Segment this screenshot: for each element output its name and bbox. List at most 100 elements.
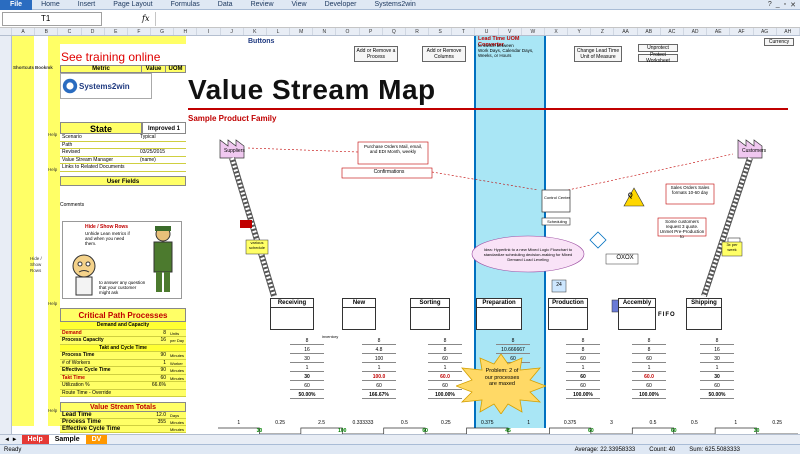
process-value-demand[interactable]: 8 xyxy=(700,338,734,345)
row-header[interactable] xyxy=(0,113,11,122)
tab-view[interactable]: View xyxy=(291,0,307,8)
row-header[interactable] xyxy=(0,79,11,88)
row-header[interactable] xyxy=(0,257,11,266)
supplier-factory-icon[interactable] xyxy=(219,139,245,159)
process-value-capacity[interactable]: 16 xyxy=(290,347,324,354)
process-value-ptime[interactable]: 60 xyxy=(428,356,462,363)
row-header[interactable] xyxy=(0,130,11,139)
process-value-workers[interactable]: 1 xyxy=(566,365,600,372)
row-header[interactable] xyxy=(0,181,11,190)
process-new[interactable]: New xyxy=(342,298,376,330)
tab-formulas[interactable]: Formulas xyxy=(170,0,200,8)
minimize-icon[interactable]: _ xyxy=(775,0,780,8)
process-value-util[interactable]: 100.00% xyxy=(428,392,462,399)
row-header[interactable] xyxy=(0,53,11,62)
restore-icon[interactable]: ▫ xyxy=(783,0,787,8)
column-header[interactable]: P xyxy=(360,28,383,35)
column-header[interactable]: M xyxy=(290,28,314,35)
row-header[interactable] xyxy=(0,410,11,419)
tab-home[interactable]: Home xyxy=(41,0,60,8)
process-value-takt[interactable]: 60 xyxy=(700,383,734,390)
row-header[interactable] xyxy=(0,198,11,207)
row-header[interactable] xyxy=(0,351,11,360)
column-header[interactable]: W xyxy=(522,28,545,35)
row-header[interactable] xyxy=(0,317,11,326)
row-header[interactable] xyxy=(0,45,11,54)
process-value-ect[interactable]: 60 xyxy=(566,374,600,381)
row-header[interactable] xyxy=(0,206,11,215)
column-header[interactable]: L xyxy=(267,28,291,35)
row-header[interactable] xyxy=(0,104,11,113)
row-header[interactable] xyxy=(0,376,11,385)
process-value-capacity[interactable]: 8 xyxy=(428,347,462,354)
row-header[interactable] xyxy=(0,96,11,105)
row-header[interactable] xyxy=(0,87,11,96)
row-header[interactable] xyxy=(0,325,11,334)
customer-factory-icon[interactable] xyxy=(737,139,763,159)
row-header[interactable] xyxy=(0,266,11,275)
tab-page-layout[interactable]: Page Layout xyxy=(113,0,153,8)
process-value-util[interactable]: 100.00% xyxy=(566,392,600,399)
control-center-box[interactable] xyxy=(541,189,571,213)
process-value-capacity[interactable]: 10.666667 xyxy=(496,347,530,354)
column-header[interactable]: A xyxy=(12,28,36,35)
process-preparation[interactable]: Preparation xyxy=(476,298,522,330)
process-value-takt[interactable]: 60 xyxy=(362,383,396,390)
help-link-1[interactable]: Help xyxy=(48,132,58,137)
column-header[interactable]: R xyxy=(406,28,430,35)
process-value-workers[interactable]: 1 xyxy=(428,365,462,372)
process-value-demand[interactable]: 8 xyxy=(496,338,530,345)
process-value-workers[interactable]: 1 xyxy=(362,365,396,372)
column-header[interactable]: K xyxy=(244,28,267,35)
column-header[interactable]: AH xyxy=(777,28,800,35)
process-value-workers[interactable]: 1 xyxy=(632,365,666,372)
process-value-ptime[interactable]: 60 xyxy=(566,356,600,363)
help-icon[interactable]: ? xyxy=(767,0,772,8)
process-shipping[interactable]: Shipping xyxy=(686,298,722,330)
column-header[interactable]: AG xyxy=(754,28,777,35)
help-link-3[interactable]: Help xyxy=(48,301,58,306)
sheet-tab-sample[interactable]: Sample xyxy=(48,435,86,444)
column-header[interactable]: AD xyxy=(684,28,708,35)
column-header[interactable]: D xyxy=(82,28,105,35)
row-header[interactable] xyxy=(0,283,11,292)
process-value-ect[interactable]: 60.0 xyxy=(428,374,462,381)
row-header[interactable] xyxy=(0,402,11,411)
process-value-ptime[interactable]: 100 xyxy=(362,356,396,363)
column-header[interactable]: G xyxy=(151,28,175,35)
unprotect-button[interactable]: Unprotect xyxy=(638,44,678,52)
process-value-takt[interactable]: 60 xyxy=(428,383,462,390)
row-header[interactable] xyxy=(0,393,11,402)
row-header[interactable] xyxy=(0,172,11,181)
row-header[interactable] xyxy=(0,249,11,258)
protect-worksheet-button[interactable]: Protect Worksheet xyxy=(638,52,678,64)
column-header[interactable]: U xyxy=(475,28,499,35)
column-header[interactable]: V xyxy=(499,28,522,35)
help-link-4[interactable]: Help xyxy=(48,408,58,413)
column-header[interactable]: AA xyxy=(614,28,638,35)
process-value-demand[interactable]: 8 xyxy=(566,338,600,345)
column-header[interactable]: F xyxy=(128,28,152,35)
column-header[interactable]: H xyxy=(174,28,198,35)
column-header[interactable]: B xyxy=(35,28,59,35)
help-link-2[interactable]: Help xyxy=(48,167,58,172)
row-header[interactable] xyxy=(0,147,11,156)
process-value-takt[interactable]: 60 xyxy=(632,383,666,390)
process-value-workers[interactable]: 1 xyxy=(700,365,734,372)
column-header[interactable]: AF xyxy=(730,28,754,35)
scheduling-box[interactable] xyxy=(541,217,571,226)
sheet-tab-dv[interactable]: DV xyxy=(85,435,108,444)
process-value-util[interactable]: 100.00% xyxy=(632,392,666,399)
column-header[interactable]: AB xyxy=(638,28,661,35)
column-header[interactable]: C xyxy=(58,28,82,35)
add-remove-process-button[interactable]: Add or Remove a Process xyxy=(354,46,398,62)
row-header[interactable] xyxy=(0,36,11,45)
column-header[interactable]: AE xyxy=(707,28,731,35)
process-value-capacity[interactable]: 4.8 xyxy=(362,347,396,354)
row-header[interactable] xyxy=(0,70,11,79)
row-header[interactable] xyxy=(0,164,11,173)
process-value-demand[interactable]: 8 xyxy=(632,338,666,345)
hide-show-rows-label[interactable]: Hide / Show Rows xyxy=(30,256,42,273)
row-header[interactable] xyxy=(0,291,11,300)
tab-data[interactable]: Data xyxy=(217,0,233,8)
